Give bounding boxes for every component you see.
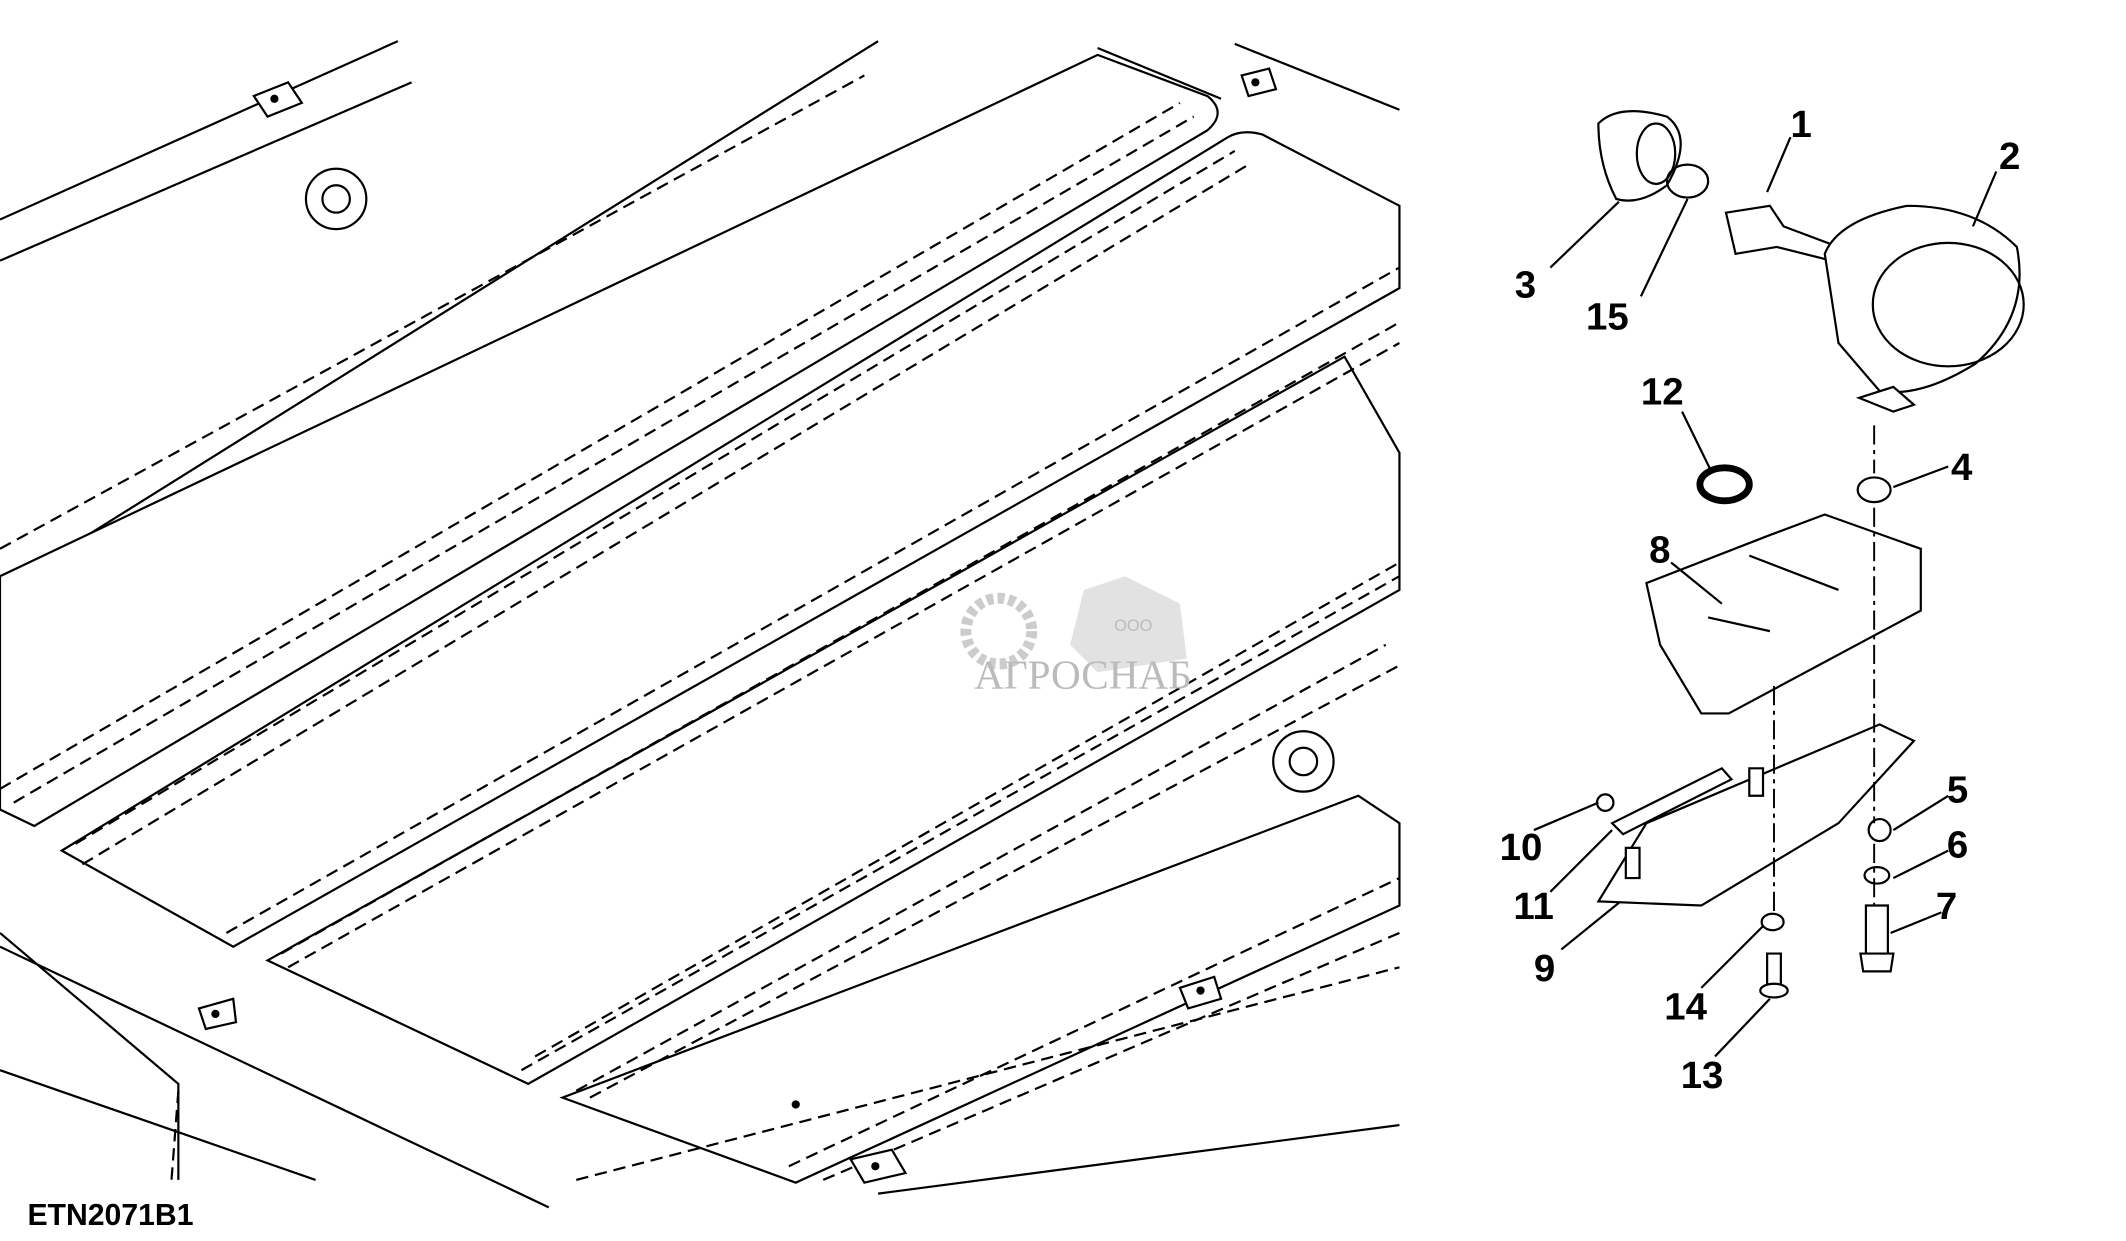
leader-lines: [1533, 136, 1998, 1058]
callout-14: 14: [1664, 985, 1707, 1028]
callout-6: 6: [1947, 824, 1968, 867]
callout-1: 1: [1790, 103, 1811, 146]
mount-tab: [197, 67, 1335, 1184]
bulb: [1724, 204, 1841, 262]
agrosnab-watermark: ООО АГРОСНАБ: [960, 576, 1192, 698]
roof-panels: [0, 40, 1401, 1209]
callout-15: 15: [1586, 295, 1629, 338]
lamp-housing: [1823, 204, 2021, 394]
callout-5: 5: [1947, 769, 1968, 812]
roof-panel-3: [265, 355, 1401, 1086]
o-ring: [1665, 163, 1710, 199]
callout-10: 10: [1500, 826, 1543, 869]
watermark-prefix: ООО: [1114, 617, 1153, 635]
roof-panel-4: [559, 794, 1401, 1184]
callout-11: 11: [1513, 885, 1554, 928]
callout-2: 2: [1999, 135, 2020, 178]
bracket-8: [1645, 513, 1922, 715]
watermark-name: АГРОСНАБ: [974, 652, 1192, 698]
lamp-assembly: [1595, 110, 2025, 999]
callout-4: 4: [1951, 446, 1973, 489]
callout-labels: 1 2 3 4 5 6 7 8 9 10 11 12 13 14 15: [1500, 103, 2021, 1097]
callout-8: 8: [1649, 529, 1670, 572]
callout-7: 7: [1936, 885, 1957, 928]
grommet: [1696, 464, 1753, 505]
roof-panel-2: [59, 131, 1401, 948]
figure-code: ETN2071B1: [27, 1199, 193, 1232]
callout-3: 3: [1515, 264, 1536, 307]
callout-9: 9: [1534, 947, 1555, 990]
callout-12: 12: [1641, 371, 1684, 414]
callout-13: 13: [1681, 1054, 1724, 1097]
